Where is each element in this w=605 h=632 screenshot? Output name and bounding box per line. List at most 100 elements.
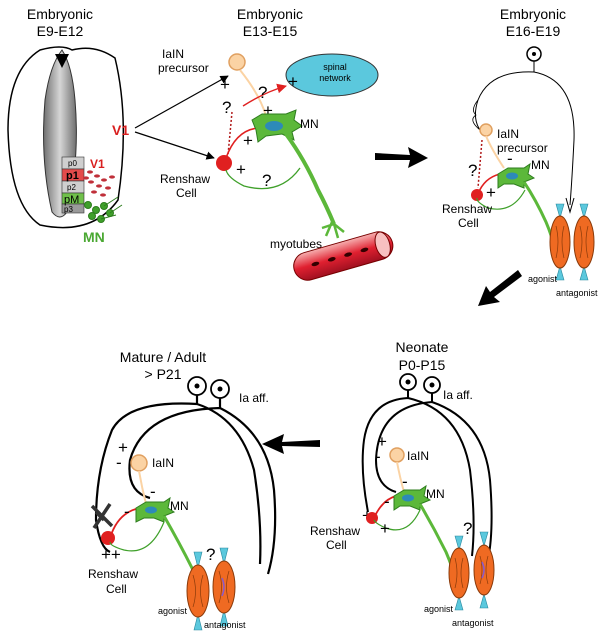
ia-afferent-neonate (361, 390, 493, 561)
mn-collateral-neonate (373, 509, 421, 531)
title-e13-line2: E13-E15 (243, 23, 298, 39)
sign-iain-minus-neonate: - (402, 472, 408, 491)
domain-pm: pM (64, 194, 79, 206)
sign-iain-minus-adult: - (150, 482, 156, 501)
label-iain-e13: IaIN (162, 47, 184, 61)
muscle-agonist-e16 (549, 203, 571, 281)
label-renshaw-e16: Renshaw (442, 202, 492, 216)
x-mark-adult (90, 503, 114, 529)
label-agonist-neonate: agonist (424, 604, 454, 614)
title-neonate-line2: P0-P15 (399, 357, 446, 373)
roof-plate (55, 54, 69, 68)
ia-afferent-e16 (474, 61, 575, 206)
sign-network-plus: + (288, 72, 298, 91)
sign-iain-plus: + (220, 75, 230, 94)
label-antagonist-neonate: antagonist (452, 618, 494, 628)
label-mn-e13: MN (300, 117, 319, 131)
label-ia-aff-neonate: Ia aff. (443, 388, 473, 402)
label-cell-neonate: Cell (326, 538, 347, 552)
label-cell-e13: Cell (176, 186, 197, 200)
sign-collateral-plus-neonate: + (380, 519, 390, 538)
dotted-renshaw-iain (227, 111, 233, 156)
label-iain-adult: IaIN (152, 456, 174, 470)
title-adult-line1: Mature / Adult (120, 349, 206, 365)
iain-neonate (389, 447, 405, 463)
label-v1-small: V1 (90, 157, 105, 171)
mn-terminal-e13 (321, 221, 345, 239)
title-e13-line1: Embryonic (237, 6, 303, 22)
label-agonist-e16: agonist (528, 274, 558, 284)
q-iain-renshaw: ? (222, 98, 231, 117)
label-spinal: spinal (323, 62, 347, 72)
arrow-neonate-to-adult (262, 434, 320, 454)
iain-adult (130, 454, 148, 472)
iain-precursor-e13 (228, 53, 246, 71)
v1-cells (83, 170, 115, 197)
q-iain-renshaw-e16: ? (468, 161, 477, 180)
label-v1: V1 (112, 122, 129, 138)
renshaw-cell-adult (101, 531, 115, 545)
renshaw-axon-e13 (225, 127, 259, 159)
renshaw-cell-e13 (216, 155, 232, 171)
domain-p0: p0 (68, 159, 77, 168)
dotted-renshaw-iain-e16 (477, 139, 483, 189)
title-neonate-line1: Neonate (396, 339, 449, 355)
panel-e9: Embryonic E9-E12 p0 p1 p2 pM p3 V1 (7, 6, 125, 245)
iain-e16 (479, 123, 493, 137)
sign-renshaw-minus-neonate: - (384, 492, 390, 511)
panel-adult: Mature / Adult > P21 Ia aff. + - IaIN - … (88, 349, 277, 631)
domain-p2: p2 (67, 183, 76, 192)
label-renshaw-adult: Renshaw (88, 567, 138, 581)
label-precursor-e13: precursor (158, 61, 209, 75)
arrow-v1-to-iain (134, 75, 229, 129)
title-e9-line2: E9-E12 (37, 23, 84, 39)
muscle-antagonist-neonate (473, 531, 495, 609)
title-e16-line2: E16-E19 (506, 23, 561, 39)
progenitor-domains: p0 p1 p2 pM p3 (61, 156, 85, 214)
domain-p3: p3 (64, 205, 73, 214)
label-mn-adult: MN (170, 499, 189, 513)
sign-ia-minus-adult: - (116, 453, 122, 472)
sign-renshaw-plus-e13: + (243, 131, 253, 150)
iain-axon-e13 (239, 69, 267, 117)
mn-cells (84, 196, 123, 223)
sign-ia-plus-neonate: + (377, 432, 387, 451)
muscle-antagonist-adult (212, 547, 236, 627)
title-e16-line1: Embryonic (500, 6, 566, 22)
label-antagonist-adult: antagonist (204, 620, 246, 630)
q-neonate: ? (463, 519, 472, 538)
sign-collateral-plus-e13: + (236, 160, 246, 179)
mn-collateral-e13 (225, 167, 301, 190)
sign-renshaw-plus-e16: + (486, 183, 496, 202)
panel-neonate: Neonate P0-P15 Ia aff. + - IaIN - - + MN… (310, 339, 495, 628)
ia-afferent-adult (94, 395, 277, 575)
label-iain-e16: IaIN (497, 127, 519, 141)
domain-p1: p1 (66, 170, 79, 182)
sign-ia-minus-neonate: - (375, 447, 381, 466)
q-collateral-e13: ? (262, 171, 271, 190)
mn-axon-e13 (284, 132, 336, 225)
muscle-antagonist-e16 (573, 203, 595, 281)
title-adult-line2: > P21 (145, 366, 182, 382)
myotube (293, 231, 394, 281)
spinal-network (285, 53, 379, 97)
q-adult: ? (206, 545, 215, 564)
sign-iain-minus-e16: - (507, 149, 513, 168)
label-mn-small: MN (83, 229, 105, 245)
arrow-to-network (242, 83, 287, 107)
iain-axon-neonate (396, 461, 405, 493)
label-precursor-e16: precursor (497, 141, 548, 155)
q-network: ? (258, 83, 267, 102)
sign-renshaw-minus-adult: - (124, 502, 130, 521)
label-myotubes: myotubes (270, 237, 322, 251)
renshaw-cell-e16 (471, 189, 483, 201)
label-mn-neonate: MN (426, 487, 445, 501)
label-cell-adult: Cell (106, 582, 127, 596)
sign-mn-plus-e13: + (263, 101, 273, 120)
panel-e16: Embryonic E16-E19 IaIN precursor - ? + M… (442, 6, 598, 298)
iain-axon-adult (138, 470, 147, 505)
sign-double-plus-adult: ++ (101, 545, 121, 564)
label-antagonist-e16: antagonist (556, 288, 598, 298)
label-agonist-adult: agonist (158, 606, 188, 616)
label-iain-neonate: IaIN (407, 449, 429, 463)
